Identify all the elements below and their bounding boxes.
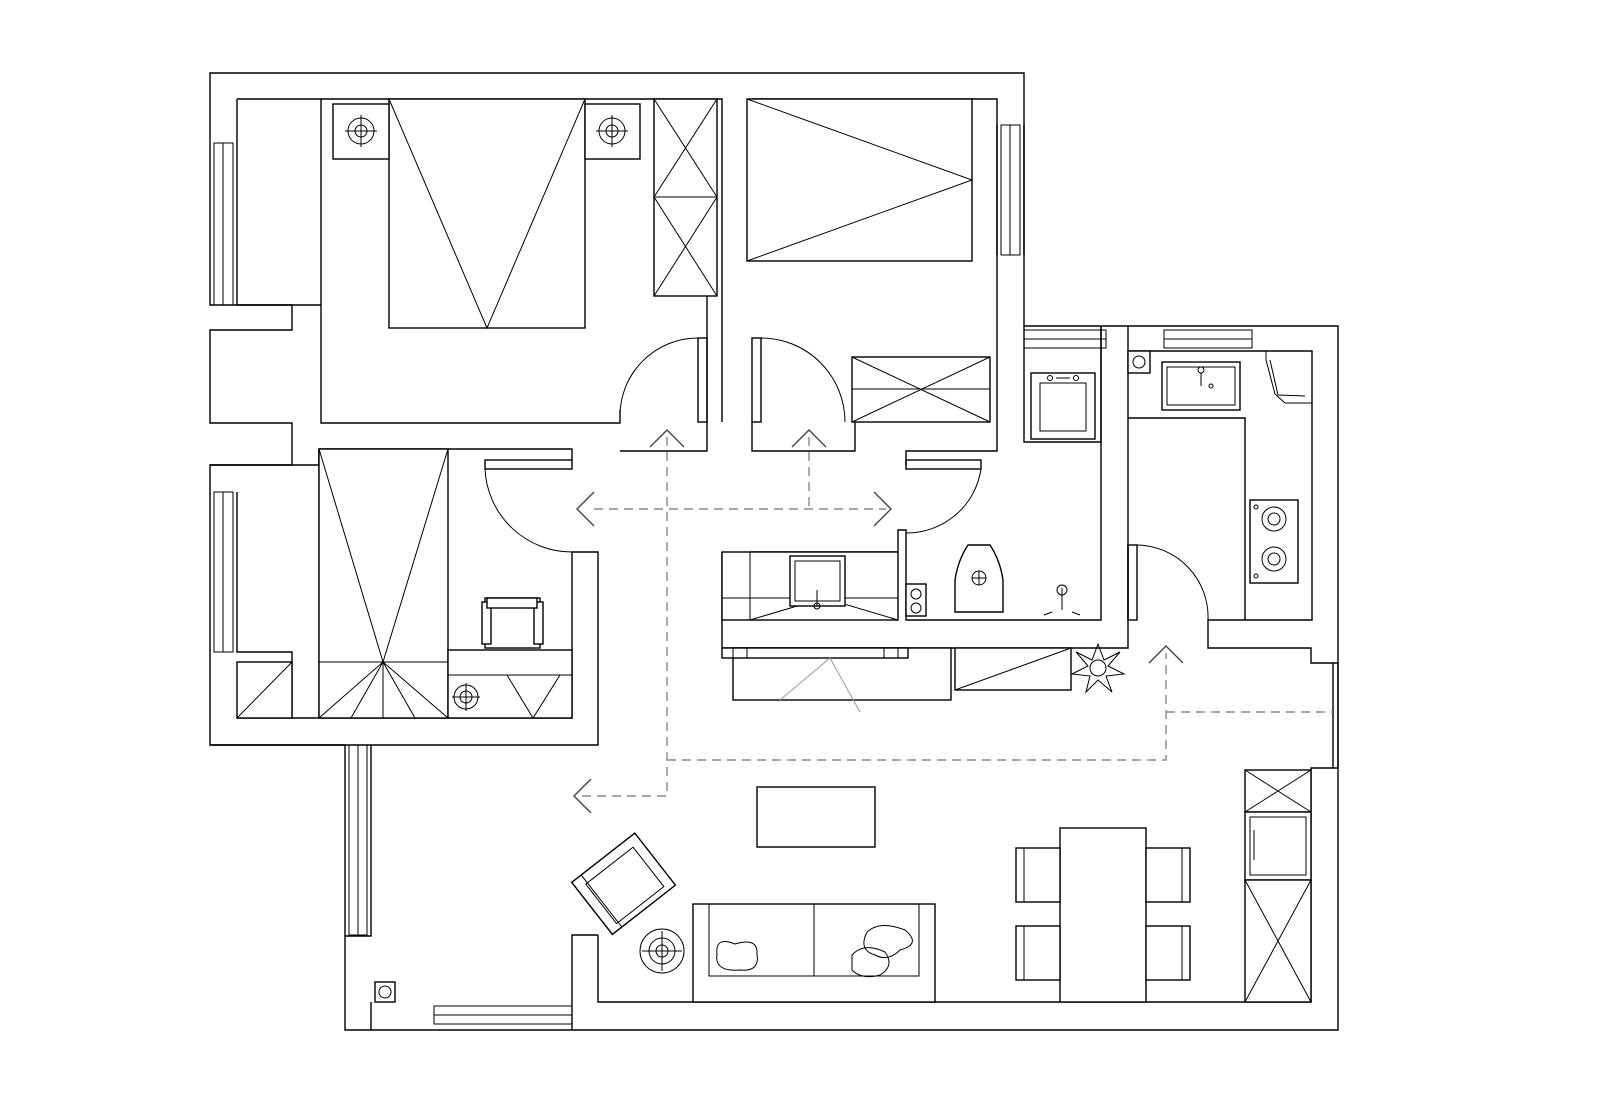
third-bedroom: [236, 448, 573, 719]
lamp-icon: [596, 115, 628, 147]
shower-icon: [1043, 584, 1081, 616]
living-walls: [345, 745, 1338, 1030]
door-bedroom3-swing: [484, 468, 573, 553]
gas-meter: [1127, 350, 1151, 374]
arrow-up-icon: [791, 429, 827, 448]
sink-icon: [789, 555, 846, 610]
arrow-right-icon: [873, 491, 892, 527]
living-room: [374, 786, 936, 1003]
circulation-paths: [573, 429, 1333, 814]
kitchen: [1127, 350, 1313, 584]
door-kitchen-leaf: [1127, 544, 1138, 621]
door-master-swing: [619, 337, 699, 419]
refrigerator: [1244, 811, 1312, 881]
arrow-left-icon: [573, 778, 592, 814]
door-bedroom2-swing: [760, 337, 846, 423]
windows: [213, 124, 1253, 1025]
office-chair-icon: [481, 597, 544, 649]
door-bedroom3-leaf: [484, 459, 573, 470]
single-bed: [746, 98, 973, 262]
toilet-icon: [954, 544, 1004, 613]
door-master-leaf: [697, 337, 708, 423]
living-right-wall: [1332, 663, 1339, 768]
corridor-top: [620, 422, 856, 452]
path-main-vertical: [580, 437, 668, 797]
dining-chair: [1015, 847, 1061, 903]
cushion: [863, 925, 913, 959]
inner-wall-upper: [237, 98, 621, 424]
cushion: [716, 941, 758, 971]
tv-cabinet: [721, 642, 1126, 713]
dining-table: [1059, 827, 1147, 1003]
dining-area: [1015, 769, 1312, 1003]
kitchen-inner: [1127, 417, 1246, 620]
dining-chair: [1145, 925, 1191, 981]
gas-hob: [1249, 499, 1299, 584]
potted-plant-icon: [1070, 642, 1126, 694]
arrow-left-icon: [576, 491, 595, 527]
dining-chair: [1145, 847, 1191, 903]
tv-screen: [721, 647, 909, 659]
corner-cabinet: [1265, 350, 1313, 404]
door-bathroom-swing: [905, 468, 982, 534]
desk: [447, 649, 573, 719]
arrow-up-icon: [649, 429, 685, 448]
outlet: [374, 981, 396, 1003]
master-bedroom: [332, 98, 718, 330]
cushion: [851, 947, 890, 978]
doors: [484, 337, 1209, 621]
armchair: [570, 832, 677, 936]
coffee-table: [756, 786, 876, 848]
door-bedroom2-leaf: [751, 337, 762, 423]
arrow-up-icon: [1148, 645, 1184, 664]
second-bedroom: [746, 98, 991, 423]
inner-wall-master-left: [236, 99, 321, 306]
dining-chair: [1015, 925, 1061, 981]
washing-machine: [1030, 372, 1096, 440]
bathroom: [721, 372, 1096, 621]
double-bed: [388, 98, 586, 329]
floor-lamp-icon: [639, 928, 685, 974]
lamp-icon: [345, 115, 377, 147]
sofa: [692, 903, 936, 1003]
door-kitchen-swing: [1136, 544, 1209, 621]
path-living: [667, 653, 1167, 761]
door-bathroom-leaf: [905, 459, 982, 470]
lamp-icon: [452, 683, 480, 711]
inner-wall-bed2-right: [996, 125, 1025, 255]
